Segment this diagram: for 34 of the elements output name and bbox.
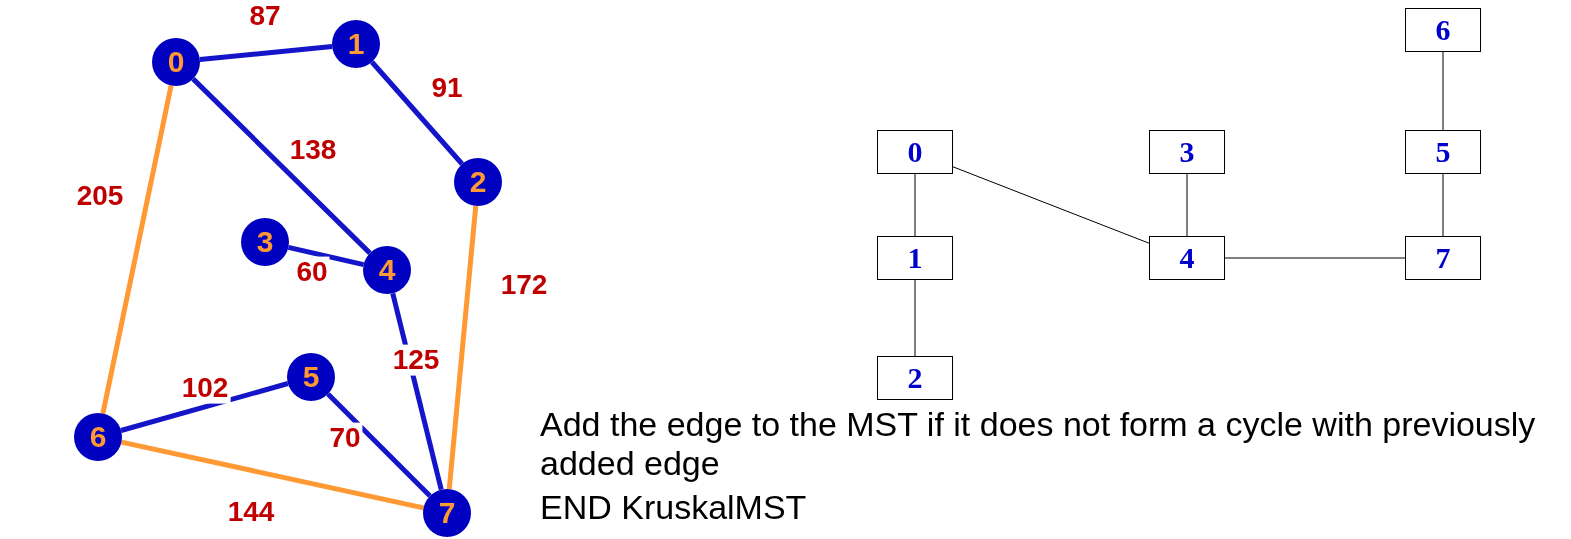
edge-line bbox=[287, 244, 365, 268]
edge-line bbox=[100, 85, 174, 414]
edge-line bbox=[370, 60, 464, 166]
edge-line bbox=[1186, 173, 1188, 237]
graph-vertex: 7 bbox=[423, 489, 471, 537]
graph-vertex: 6 bbox=[74, 413, 122, 461]
tree-node-box: 2 bbox=[877, 356, 953, 400]
edge-line bbox=[191, 77, 372, 255]
edge-line bbox=[326, 392, 432, 498]
edge-line bbox=[952, 166, 1150, 244]
graph-vertex: 4 bbox=[363, 246, 411, 294]
pseudocode-line: END KruskalMST bbox=[540, 488, 808, 528]
tree-node-box: 1 bbox=[877, 236, 953, 280]
graph-vertex: 0 bbox=[152, 38, 200, 86]
tree-node-box: 7 bbox=[1405, 236, 1481, 280]
edge-line bbox=[446, 205, 479, 490]
tree-node-box: 3 bbox=[1149, 130, 1225, 174]
graph-vertex: 3 bbox=[241, 218, 289, 266]
edge-line bbox=[1224, 257, 1406, 259]
edge-line bbox=[1442, 51, 1444, 131]
edge-line bbox=[120, 381, 289, 433]
tree-node-box: 5 bbox=[1405, 130, 1481, 174]
edge-line bbox=[914, 279, 916, 357]
edge-line bbox=[120, 439, 425, 511]
edge-line bbox=[914, 173, 916, 237]
tree-node-box: 6 bbox=[1405, 8, 1481, 52]
graph-vertex: 5 bbox=[287, 353, 335, 401]
graph-vertex: 1 bbox=[332, 20, 380, 68]
edge-line bbox=[199, 43, 333, 63]
edge-line bbox=[1442, 173, 1444, 237]
pseudocode-line: Add the edge to the MST if it does not form a cycle with previously added edge bbox=[540, 405, 1537, 484]
tree-node-box: 4 bbox=[1149, 236, 1225, 280]
tree-node-box: 0 bbox=[877, 130, 953, 174]
graph-vertex: 2 bbox=[454, 158, 502, 206]
